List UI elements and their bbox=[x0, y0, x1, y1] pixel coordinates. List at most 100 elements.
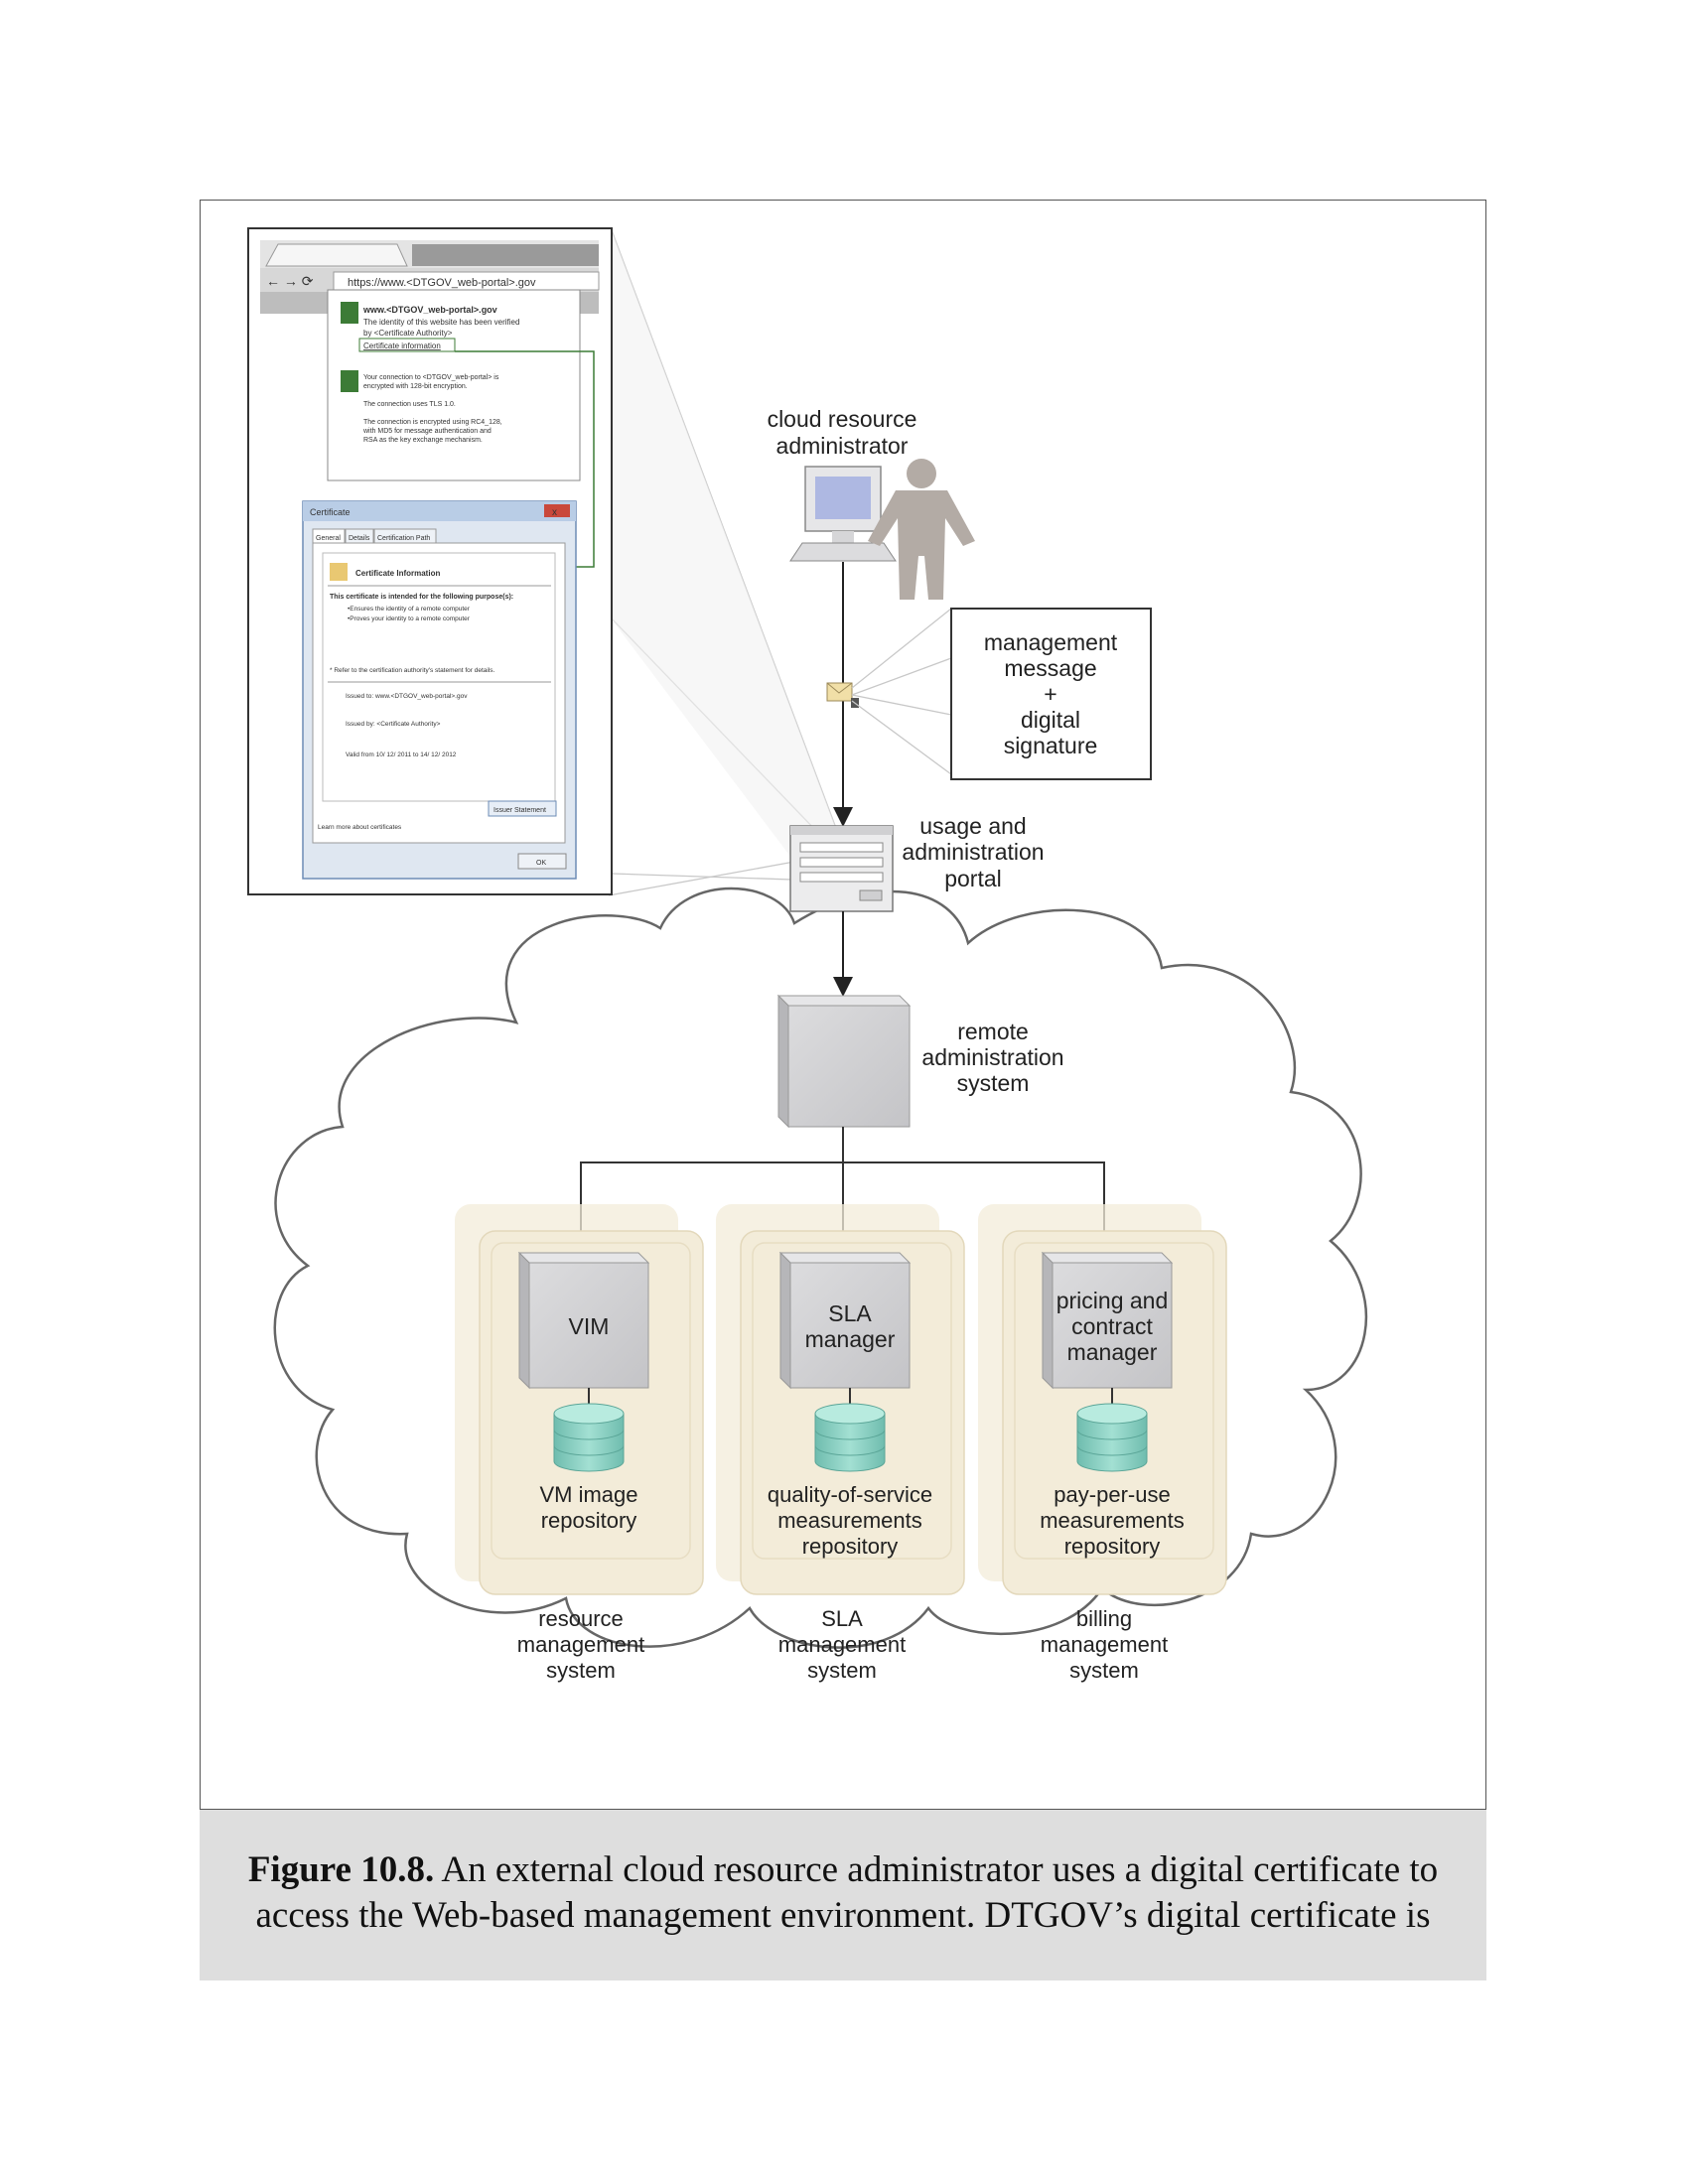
identity-line-1: The identity of this website has been ve… bbox=[363, 318, 519, 327]
close-icon bbox=[544, 504, 570, 517]
connection-line: Your connection to <DTGOV_web-portal> is bbox=[363, 374, 499, 381]
caption-text: Figure 10.8. An external cloud resource … bbox=[204, 1847, 1482, 1939]
module-tray-inner bbox=[752, 1242, 952, 1560]
component-box bbox=[528, 1262, 649, 1389]
valid-from: Valid from 10/ 12/ 2011 to 14/ 12/ 2012 bbox=[346, 751, 457, 758]
svg-text:x: x bbox=[552, 507, 557, 518]
component-box-side bbox=[779, 1251, 791, 1390]
system-label: system bbox=[546, 1658, 616, 1683]
site-title: www.<DTGOV_web-portal>.gov bbox=[362, 305, 497, 315]
database-icon bbox=[1076, 1403, 1148, 1472]
certificate-link: Certificate information bbox=[363, 341, 441, 350]
component-box-side bbox=[518, 1251, 530, 1390]
repository-label: measurements bbox=[1040, 1508, 1185, 1533]
repository-label: measurements bbox=[777, 1508, 922, 1533]
system-label: system bbox=[1069, 1658, 1139, 1683]
remote-admin-box bbox=[776, 994, 912, 1129]
figure-caption: Figure 10.8. An external cloud resource … bbox=[200, 1810, 1486, 1980]
repository-label: repository bbox=[541, 1508, 637, 1533]
remote-admin-label-3: system bbox=[957, 1070, 1030, 1096]
component-box-top bbox=[517, 1252, 650, 1264]
module-tray-inner bbox=[491, 1242, 691, 1560]
actor-label-1: cloud resource bbox=[768, 406, 917, 432]
system-label: management bbox=[517, 1632, 644, 1657]
issued-to: Issued to: www.<DTGOV_web-portal>.gov bbox=[346, 693, 468, 700]
connection-line: The connection is encrypted using RC4_12… bbox=[363, 419, 502, 426]
component-box-side bbox=[1042, 1251, 1054, 1390]
browser-url: https://www.<DTGOV_web-portal>.gov bbox=[348, 277, 536, 289]
database-icon bbox=[553, 1403, 625, 1472]
info-heading: Certificate Information bbox=[355, 569, 440, 578]
component-label: manager bbox=[1067, 1339, 1158, 1365]
system-label: resource bbox=[538, 1606, 624, 1631]
module-tray-inner bbox=[1014, 1242, 1214, 1560]
portal-label-2: administration bbox=[902, 839, 1044, 865]
identity-line-2: by <Certificate Authority> bbox=[363, 329, 453, 338]
browser-screenshot: ← → ⟳ https://www.<DTGOV_web-portal>.gov… bbox=[247, 227, 613, 895]
portal-icon bbox=[789, 825, 894, 912]
component-box bbox=[789, 1262, 911, 1389]
dialog-title: Certificate bbox=[310, 507, 351, 517]
ok-button: OK bbox=[536, 860, 546, 867]
component-label: SLA bbox=[828, 1300, 872, 1326]
portal-label-1: usage and bbox=[919, 813, 1026, 839]
message-box bbox=[950, 608, 1152, 780]
message-label-4: digital bbox=[1021, 707, 1080, 733]
repository-label: quality-of-service bbox=[768, 1482, 932, 1507]
component-label: manager bbox=[805, 1326, 896, 1352]
computer-icon bbox=[789, 466, 897, 562]
repository-label: repository bbox=[1064, 1534, 1161, 1559]
purpose-2: •Proves your identity to a remote comput… bbox=[348, 615, 471, 622]
callout-lines bbox=[851, 608, 952, 775]
refer-note: * Refer to the certification authority's… bbox=[330, 667, 495, 674]
actor-label-2: administrator bbox=[776, 433, 909, 459]
portal-label-3: portal bbox=[944, 866, 1002, 891]
system-label: system bbox=[807, 1658, 877, 1683]
connection-line: RSA as the key exchange mechanism. bbox=[363, 437, 483, 444]
certificate-icon bbox=[330, 563, 348, 581]
architecture-diagram: ← → ⟳ https://www.<DTGOV_web-portal>.gov… bbox=[247, 227, 1367, 1683]
issued-by: Issued by: <Certificate Authority> bbox=[346, 721, 441, 728]
lock-icon bbox=[341, 370, 358, 392]
remote-admin-label-1: remote bbox=[957, 1019, 1029, 1044]
repository-label: repository bbox=[802, 1534, 899, 1559]
tab-details: Details bbox=[349, 535, 370, 542]
component-box-top bbox=[1041, 1252, 1174, 1264]
lock-icon bbox=[341, 302, 358, 324]
tab-certification-path: Certification Path bbox=[377, 535, 430, 542]
system-label: management bbox=[778, 1632, 906, 1657]
message-label-1: management bbox=[984, 629, 1118, 655]
system-label: management bbox=[1041, 1632, 1168, 1657]
connection-line: The connection uses TLS 1.0. bbox=[363, 401, 456, 408]
component-box bbox=[1052, 1262, 1173, 1389]
caption-body: An external cloud resource administrator… bbox=[255, 1849, 1439, 1936]
repository-label: pay-per-use bbox=[1054, 1482, 1170, 1507]
zoom-projection-fill bbox=[609, 230, 837, 862]
tab-general: General bbox=[316, 535, 341, 542]
component-box-top bbox=[778, 1252, 912, 1264]
learn-more-link: Learn more about certificates bbox=[318, 824, 402, 831]
repository-label: VM image bbox=[539, 1482, 637, 1507]
component-label: contract bbox=[1071, 1313, 1153, 1339]
component-label: pricing and bbox=[1056, 1288, 1169, 1313]
message-label-5: signature bbox=[1004, 733, 1098, 758]
purpose-heading: This certificate is intended for the fol… bbox=[330, 594, 513, 601]
person-icon bbox=[868, 459, 975, 600]
component-label: VIM bbox=[569, 1313, 610, 1339]
database-icon bbox=[814, 1403, 886, 1472]
message-label-2: message bbox=[1004, 655, 1096, 681]
connection-line: encrypted with 128-bit encryption. bbox=[363, 383, 468, 390]
caption-label: Figure 10.8. bbox=[247, 1849, 435, 1890]
back-forward-icon: ← → ⟳ bbox=[266, 273, 314, 289]
module-2: SLAmanagerquality-of-servicemeasurements… bbox=[716, 1204, 965, 1683]
issuer-statement-button: Issuer Statement bbox=[493, 807, 546, 814]
system-label: billing bbox=[1076, 1606, 1132, 1631]
system-label: SLA bbox=[821, 1606, 863, 1631]
remote-admin-label-2: administration bbox=[921, 1044, 1063, 1070]
connection-line: with MD5 for message authentication and bbox=[362, 428, 492, 435]
purpose-1: •Ensures the identity of a remote comput… bbox=[348, 606, 471, 613]
message-label-3: + bbox=[1044, 681, 1056, 707]
